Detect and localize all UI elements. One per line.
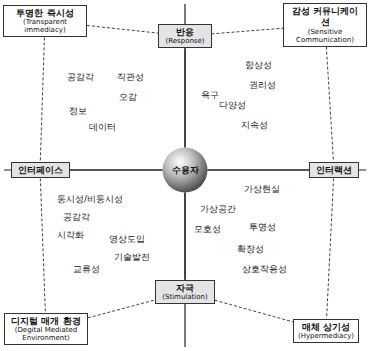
node-title: 디지털 매개 환경 xyxy=(9,316,83,327)
keyword-label: 확장성 xyxy=(237,245,264,255)
dashed-connector xyxy=(40,37,44,161)
node-subtitle: (Stimulation) xyxy=(162,293,208,301)
keyword-label: 모호성 xyxy=(194,225,221,235)
keyword-label: 다양성 xyxy=(219,101,246,111)
node-title: 감성 커뮤니케이션 xyxy=(288,6,362,28)
axis-connector xyxy=(70,169,163,170)
axis-connector xyxy=(184,193,185,280)
dashed-connector xyxy=(87,25,158,33)
center-sphere: 수용자 xyxy=(162,147,208,193)
keyword-label: 욕구 xyxy=(201,91,219,101)
node-title: 매체 상기성 xyxy=(298,322,354,333)
dashed-connector xyxy=(212,28,283,34)
dashed-connector xyxy=(326,47,333,162)
keyword-label: 시각화 xyxy=(57,231,84,241)
keyword-label: 가상공간 xyxy=(200,205,236,215)
keyword-label: 항상성 xyxy=(245,61,272,71)
axis-box: 인터랙션 xyxy=(309,162,359,179)
dashed-connector xyxy=(327,178,334,318)
keyword-label: 영상도입 xyxy=(109,235,145,245)
keyword-label: 정보 xyxy=(69,107,87,117)
keyword-label: 투명성 xyxy=(249,223,276,233)
keyword-label: 상호작용성 xyxy=(242,265,287,275)
dashed-connector xyxy=(40,178,45,312)
node-title: 수용자 xyxy=(172,165,199,176)
keyword-label: 지속성 xyxy=(241,121,268,131)
node-title: 자극 xyxy=(162,283,208,294)
node-subtitle: (Hypermediacy) xyxy=(298,332,354,340)
axis-box: 인터페이스 xyxy=(11,162,70,179)
keyword-label: 교류성 xyxy=(73,265,100,275)
axis-box: 자극(Stimulation) xyxy=(155,280,215,305)
keyword-label: 직관성 xyxy=(117,73,144,83)
dashed-connector xyxy=(215,300,293,322)
keyword-label: 권리성 xyxy=(249,81,276,91)
corner-box: 감성 커뮤니케이션(Sensitive Communication) xyxy=(283,3,367,47)
keyword-label: 동시성/비동시성 xyxy=(57,195,123,205)
node-title: 투명한 즉시성 xyxy=(8,8,82,19)
dashed-connector xyxy=(88,300,155,318)
node-title: 반응 xyxy=(165,27,204,38)
corner-box: 디지털 매개 환경(Degital Mediated Environment) xyxy=(4,313,88,346)
corner-box: 투명한 즉시성(Transparent immediacy) xyxy=(3,5,87,38)
node-subtitle: (Degital Mediated Environment) xyxy=(9,326,83,342)
node-title: 인터랙션 xyxy=(316,165,352,176)
node-subtitle: (Response) xyxy=(165,37,204,45)
keyword-label: 공감각 xyxy=(67,73,94,83)
keyword-label: 공감각 xyxy=(63,213,90,223)
node-subtitle: (Sensitive Communication) xyxy=(288,28,362,44)
axis-connector xyxy=(184,48,185,147)
keyword-label: 데이터 xyxy=(89,123,116,133)
axis-box: 반응(Response) xyxy=(158,24,211,49)
axis-connector xyxy=(208,169,309,170)
keyword-label: 오감 xyxy=(119,93,137,103)
node-title: 인터페이스 xyxy=(18,165,63,176)
corner-box: 매체 상기성(Hypermediacy) xyxy=(293,319,359,344)
keyword-label: 가상현실 xyxy=(244,185,280,195)
keyword-label: 기술발전 xyxy=(114,253,150,263)
node-subtitle: (Transparent immediacy) xyxy=(8,18,82,34)
